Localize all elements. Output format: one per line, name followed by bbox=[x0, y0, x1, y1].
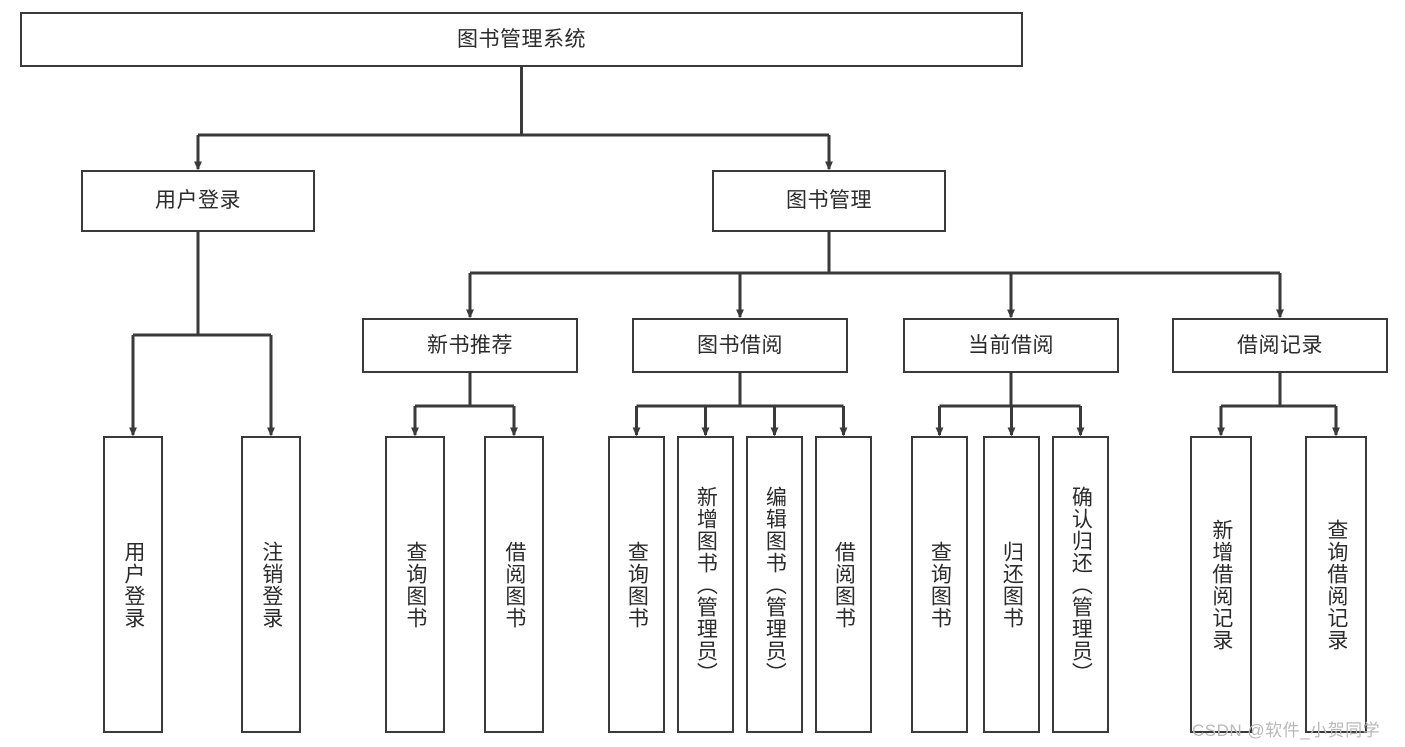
node-label: 借阅记录 bbox=[1237, 333, 1323, 357]
connector-lines bbox=[129, 67, 1340, 437]
node-book-manage[interactable]: 图书管理 bbox=[712, 170, 946, 232]
node-root[interactable]: 图书管理系统 bbox=[20, 12, 1023, 67]
node-leaf-borrow-book-2[interactable]: 借阅图书 bbox=[815, 436, 872, 733]
node-leaf-user-login[interactable]: 用户登录 bbox=[103, 436, 163, 733]
node-label: 用户登录 bbox=[121, 540, 145, 629]
node-book-borrow[interactable]: 图书借阅 bbox=[632, 318, 848, 373]
node-user-login[interactable]: 用户登录 bbox=[81, 170, 315, 232]
node-leaf-borrow-book-1[interactable]: 借阅图书 bbox=[484, 436, 544, 733]
node-label: 查询图书 bbox=[625, 540, 649, 629]
node-label: 新增借阅记录 bbox=[1209, 518, 1233, 651]
node-label: 编辑图书（管理员） bbox=[763, 485, 787, 684]
node-leaf-query-book-3[interactable]: 查询图书 bbox=[911, 436, 968, 733]
node-label: 当前借阅 bbox=[968, 333, 1054, 357]
node-leaf-edit-book[interactable]: 编辑图书（管理员） bbox=[746, 436, 803, 733]
node-new-book-rec[interactable]: 新书推荐 bbox=[362, 318, 578, 373]
node-label: 借阅图书 bbox=[832, 540, 856, 629]
node-leaf-logout[interactable]: 注销登录 bbox=[241, 436, 301, 733]
node-leaf-add-record[interactable]: 新增借阅记录 bbox=[1190, 436, 1252, 733]
node-label: 注销登录 bbox=[259, 540, 283, 629]
node-leaf-confirm-return[interactable]: 确认归还（管理员） bbox=[1052, 436, 1109, 733]
node-current-borrow[interactable]: 当前借阅 bbox=[903, 318, 1119, 373]
node-label: 借阅图书 bbox=[502, 540, 526, 629]
node-leaf-query-record[interactable]: 查询借阅记录 bbox=[1305, 436, 1367, 733]
node-leaf-query-book-1[interactable]: 查询图书 bbox=[385, 436, 445, 733]
node-label: 归还图书 bbox=[1000, 540, 1024, 629]
node-label: 用户登录 bbox=[155, 189, 241, 213]
node-label: 图书管理 bbox=[786, 189, 872, 213]
node-label: 查询借阅记录 bbox=[1324, 518, 1348, 651]
node-label: 确认归还（管理员） bbox=[1069, 485, 1093, 684]
node-label: 图书管理系统 bbox=[457, 27, 586, 51]
node-label: 查询图书 bbox=[403, 540, 427, 629]
node-leaf-query-book-2[interactable]: 查询图书 bbox=[608, 436, 665, 733]
node-leaf-return-book[interactable]: 归还图书 bbox=[983, 436, 1040, 733]
node-label: 新书推荐 bbox=[427, 333, 513, 357]
node-label: 新增图书（管理员） bbox=[694, 485, 718, 684]
node-label: 图书借阅 bbox=[697, 333, 783, 357]
node-leaf-add-book[interactable]: 新增图书（管理员） bbox=[677, 436, 734, 733]
node-borrow-record[interactable]: 借阅记录 bbox=[1172, 318, 1388, 373]
node-label: 查询图书 bbox=[928, 540, 952, 629]
